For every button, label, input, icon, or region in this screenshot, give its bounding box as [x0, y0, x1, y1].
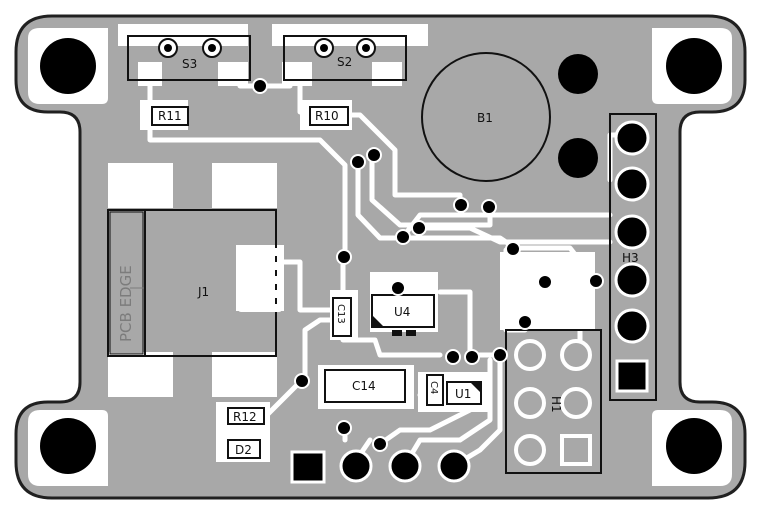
- mounting-holes: [40, 38, 722, 474]
- j1-fingers: [238, 248, 282, 312]
- pad-clearances: [108, 62, 595, 462]
- label-r12: R12: [233, 410, 257, 424]
- label-c13: C13: [335, 304, 346, 324]
- board-outline: [14, 14, 747, 500]
- mount-hole-br: [666, 418, 722, 474]
- label-s2: S2: [337, 55, 352, 69]
- vias: [252, 78, 604, 452]
- r11-outline: [151, 106, 189, 126]
- label-u1: U1: [455, 387, 471, 401]
- label-b1: B1: [477, 111, 493, 125]
- tht-pads: [158, 38, 650, 484]
- label-j1: J1: [197, 285, 209, 299]
- mount-hole-bl: [40, 418, 96, 474]
- label-c4: C4: [428, 381, 439, 394]
- label-c14: C14: [352, 379, 376, 393]
- label-r10: R10: [315, 109, 339, 123]
- label-r11: R11: [158, 109, 182, 123]
- u4-outline: [371, 294, 435, 328]
- c13-outline: [332, 297, 352, 337]
- b1-pad-top: [558, 54, 598, 94]
- s3-outline: [127, 35, 251, 81]
- c4-outline: [426, 374, 444, 406]
- j1-edge-marker: PCB EDGE: [109, 211, 144, 355]
- b1-outline: [421, 52, 551, 182]
- h3-outline: [609, 113, 657, 401]
- mount-hole-tr: [666, 38, 722, 94]
- label-s3: S3: [182, 57, 197, 71]
- label-h3: H3: [622, 251, 639, 265]
- mount-hole-tl: [40, 38, 96, 94]
- label-h1: H1: [549, 396, 563, 413]
- s2-outline: [283, 35, 407, 81]
- label-d2: D2: [235, 443, 252, 457]
- pcb-edge-label: PCB EDGE: [117, 265, 135, 342]
- c14-outline: [324, 369, 406, 403]
- r12-outline: [227, 407, 265, 425]
- h1-outline: [505, 329, 602, 474]
- b1-pad-bottom: [558, 138, 598, 178]
- d2-outline: [227, 439, 261, 459]
- r10-outline: [309, 106, 349, 126]
- label-u4: U4: [394, 305, 410, 319]
- smd-details: [372, 315, 481, 393]
- component-labels: S3 S2 R11 R10 B1 J1 H3 U4 C13 C14 C4 U1 …: [158, 55, 639, 457]
